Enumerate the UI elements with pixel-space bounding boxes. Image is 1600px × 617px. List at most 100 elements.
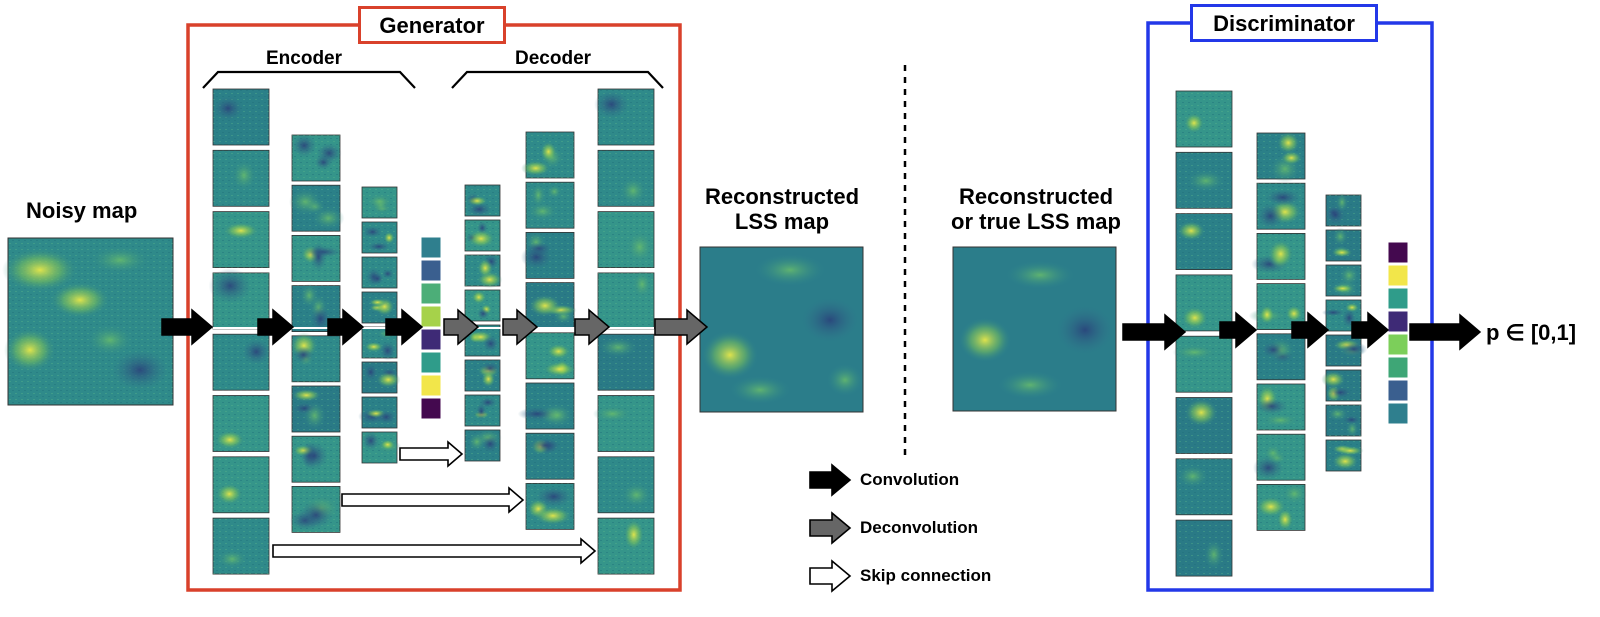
feature-map-tile — [597, 456, 655, 514]
disc-conv-arrow-2 — [1219, 311, 1258, 349]
feature-map-tile — [1175, 397, 1233, 454]
decoder-bracket — [451, 70, 664, 89]
latent-cell — [420, 236, 442, 259]
feature-map-tile — [1175, 90, 1233, 148]
latent-cell — [420, 351, 442, 374]
feature-map-tile — [212, 88, 270, 146]
feature-map-tile — [520, 231, 575, 279]
feature-map-tile — [597, 333, 655, 391]
latent-cell — [420, 282, 442, 305]
conv-arrow-4 — [385, 308, 424, 346]
feature-map-tile — [1255, 383, 1306, 431]
feature-map-tile — [1255, 483, 1307, 531]
feature-map-tile — [521, 131, 575, 179]
feature-map-tile — [525, 282, 577, 330]
latent-cell — [1387, 287, 1409, 310]
discriminator-input-map-image — [952, 246, 1117, 412]
white-arrow-icon — [809, 559, 852, 593]
feature-map-tile — [212, 517, 270, 575]
feature-map-tile — [464, 394, 501, 427]
reconstructed-map-image — [699, 246, 864, 413]
feature-map-tile — [291, 385, 341, 433]
feature-map-tile — [1256, 333, 1306, 381]
feature-map-tile — [288, 184, 345, 232]
discriminator-title: Discriminator — [1190, 4, 1378, 42]
feature-map-tile — [517, 382, 575, 430]
feature-map-tile — [1252, 433, 1306, 481]
feature-map-tile — [212, 333, 271, 391]
disc-column-1 — [1172, 90, 1233, 577]
encoder-column-1 — [208, 88, 271, 575]
feature-map-tile — [1172, 335, 1233, 393]
latent-cell — [1387, 379, 1409, 402]
feature-map-tile — [597, 517, 655, 575]
feature-map-tile — [525, 432, 575, 480]
noisy-map-label: Noisy map — [26, 198, 138, 223]
reconstructed-map-label: Reconstructed LSS map — [704, 184, 860, 235]
feature-map-tile — [212, 211, 270, 269]
latent-cell — [420, 259, 442, 282]
feature-map-tile — [291, 283, 341, 333]
feature-map-tile — [1256, 182, 1306, 230]
skip-connection-arrow-1 — [399, 440, 464, 468]
feature-map-tile — [290, 332, 341, 383]
disc-column-3 — [1321, 193, 1368, 472]
feature-map-tile — [1248, 283, 1306, 331]
feature-map-tile — [525, 181, 575, 229]
feature-map-tile — [1325, 227, 1362, 262]
decoder-column-1 — [464, 184, 503, 462]
conv-arrow-2 — [257, 308, 295, 346]
feature-map-tile — [289, 485, 341, 533]
feature-map-tile — [592, 395, 655, 452]
feature-map-tile — [464, 429, 502, 462]
latent-cell — [1387, 241, 1409, 264]
feature-map-tile — [358, 396, 398, 429]
disc-column-2 — [1248, 132, 1307, 531]
disc-conv-arrow-5 — [1409, 313, 1482, 351]
conv-arrow-1 — [161, 308, 214, 346]
feature-map-tile — [1325, 404, 1362, 438]
feature-map-tile — [1325, 264, 1362, 298]
feature-map-tile — [361, 431, 402, 464]
latent-cell — [1387, 356, 1409, 379]
feature-map-tile — [597, 211, 655, 269]
decoder-column-3 — [592, 88, 655, 575]
discriminator-input-label: Reconstructed or true LSS map — [951, 184, 1121, 235]
deconv-arrow-1 — [443, 308, 480, 346]
feature-map-tile — [1325, 334, 1368, 367]
legend-deconvolution-label: Deconvolution — [860, 518, 979, 537]
encoder-label: Encoder — [266, 48, 343, 69]
feature-map-tile — [1321, 299, 1362, 332]
feature-map-tile — [464, 219, 501, 252]
feature-map-tile — [212, 395, 270, 452]
disc-conv-arrow-4 — [1351, 311, 1390, 349]
feature-map-tile — [212, 149, 270, 207]
skip-connection-arrow-2 — [341, 486, 525, 514]
decoder-column-2 — [517, 131, 577, 530]
output-probability-label: p ∈ [0,1] — [1486, 320, 1577, 345]
latent-bottleneck — [420, 236, 442, 420]
feature-map-tile — [1321, 369, 1362, 403]
feature-map-tile — [1175, 213, 1233, 271]
feature-map-tile — [525, 482, 575, 530]
latent-cell — [1387, 310, 1409, 333]
noisy-map-image — [2, 237, 174, 406]
feature-map-tile — [291, 435, 341, 483]
feature-map-tile — [525, 332, 576, 380]
feature-map-tile — [361, 256, 398, 289]
gray-arrow-icon — [809, 511, 852, 545]
feature-map-tile — [361, 361, 401, 394]
legend-convolution-label: Convolution — [860, 470, 960, 489]
feature-map-tile — [361, 186, 398, 219]
decoder-label: Decoder — [515, 48, 592, 69]
feature-map-tile — [597, 270, 655, 330]
feature-map-tile — [361, 291, 398, 324]
feature-map-tile — [594, 88, 655, 146]
feature-map-tile — [291, 133, 342, 182]
feature-map-tile — [1325, 439, 1364, 472]
disc-conv-arrow-1 — [1122, 313, 1187, 351]
feature-map-tile — [361, 221, 398, 254]
skip-connection-arrow-3 — [272, 537, 597, 565]
deconv-arrow-4 — [654, 308, 709, 346]
